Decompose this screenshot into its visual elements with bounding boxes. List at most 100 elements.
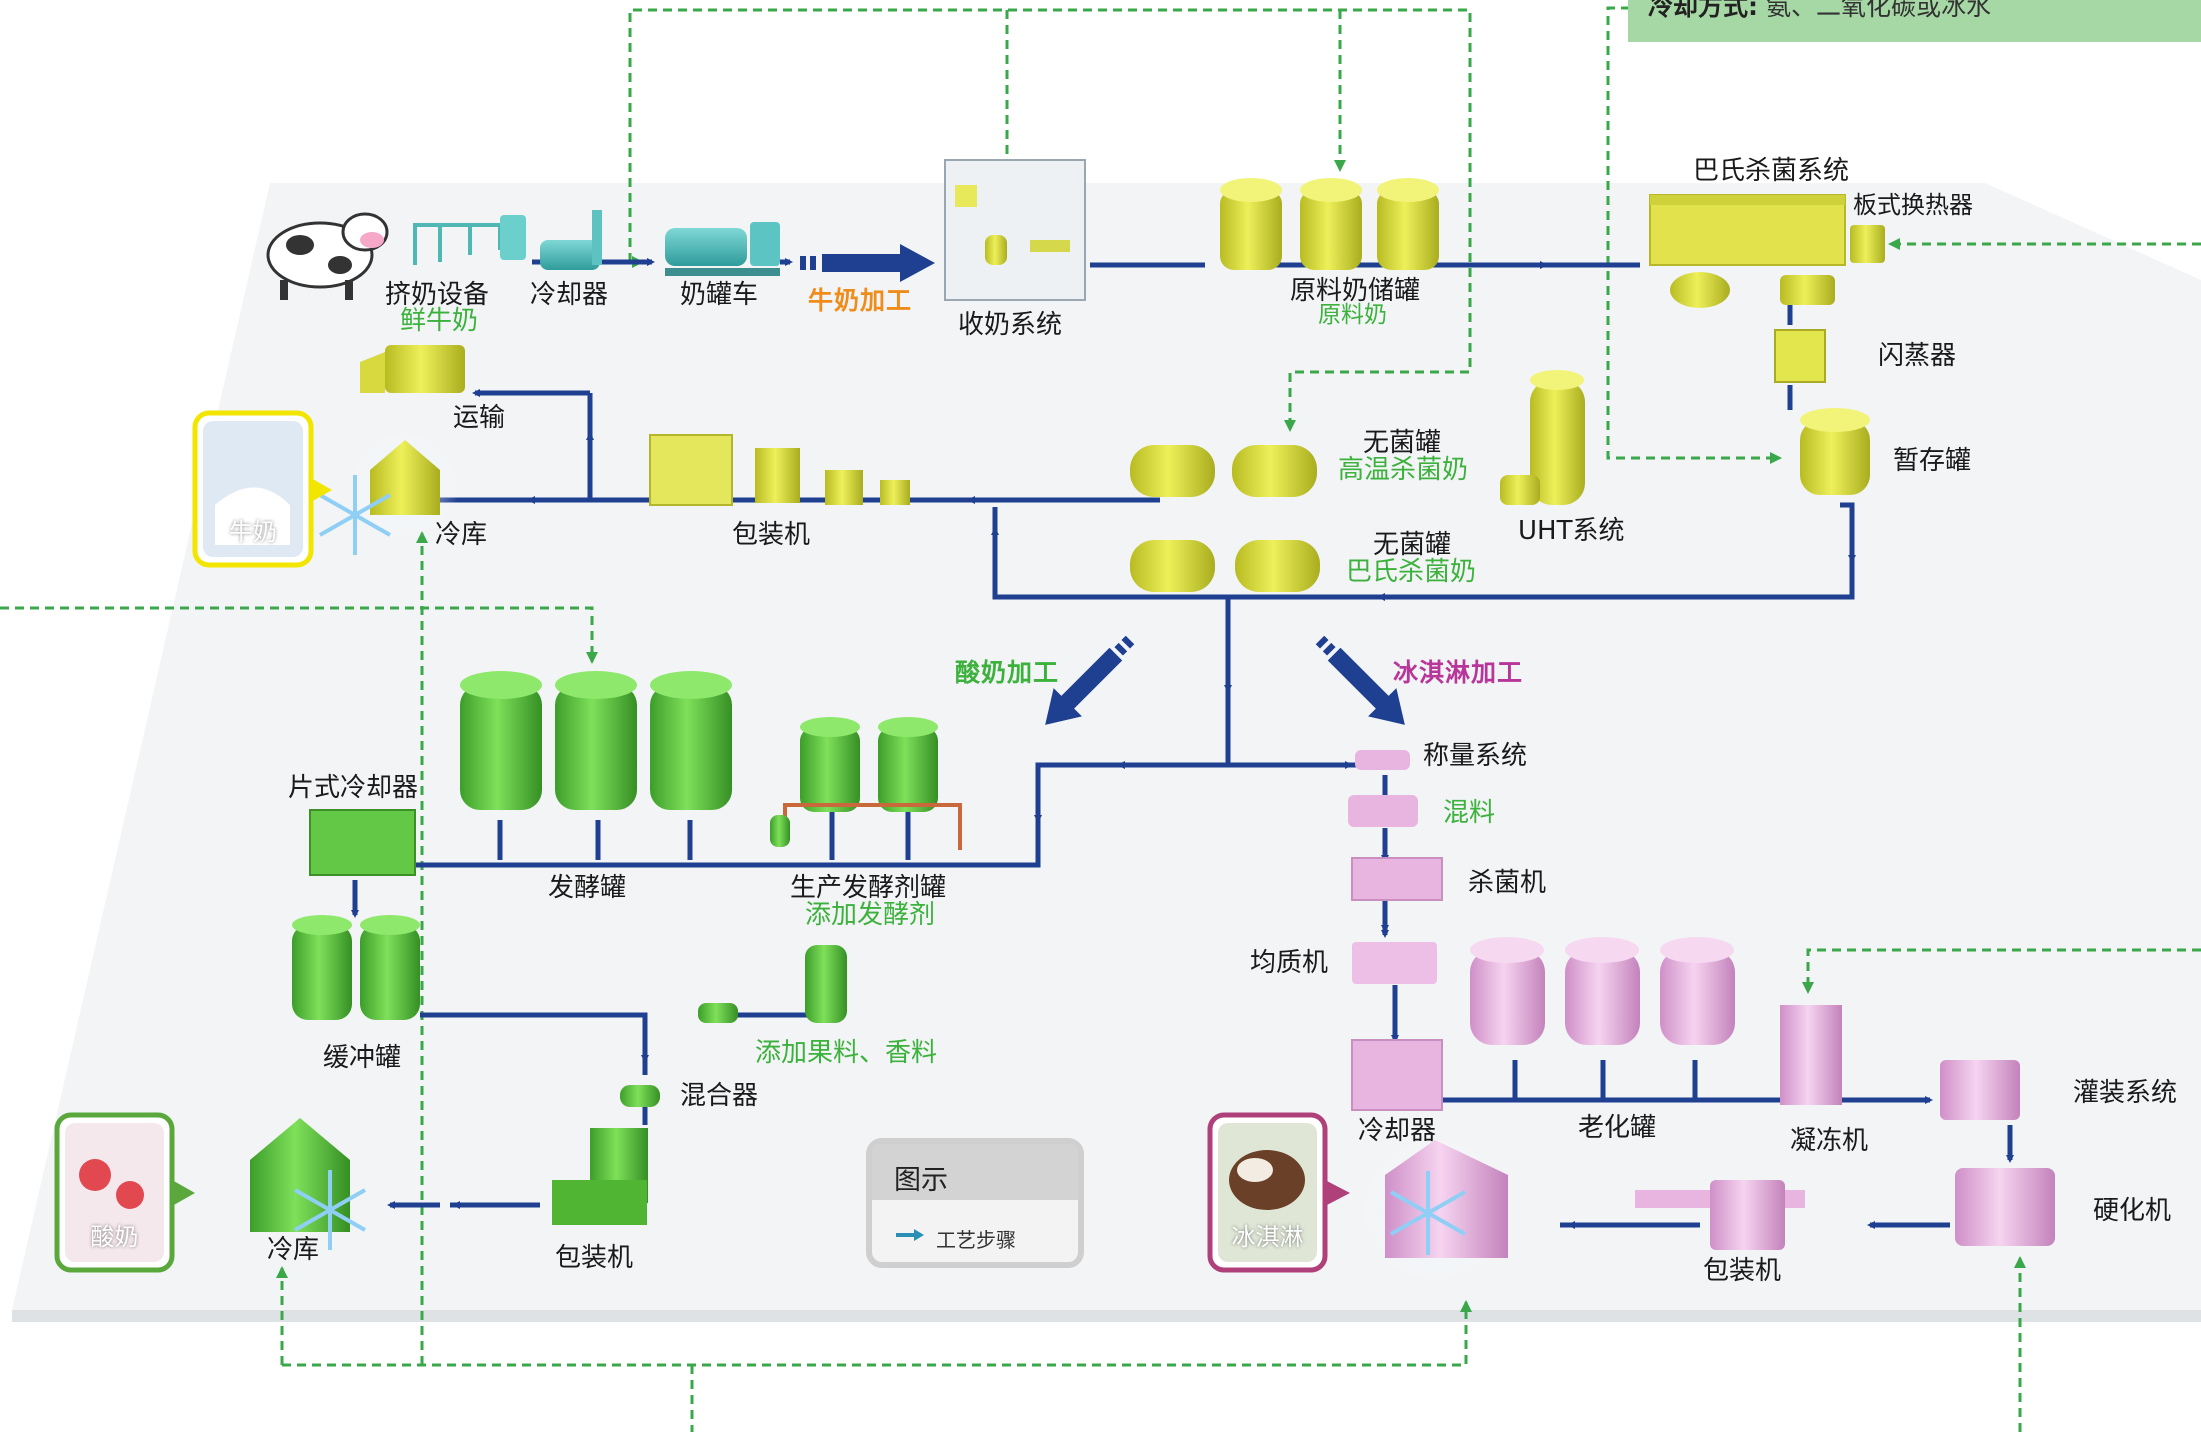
label-uht: UHT系统 [1518, 516, 1625, 546]
label-aseptic2: 无菌罐 [1373, 530, 1452, 560]
aseptic-tanks-lower [1130, 540, 1320, 592]
starter-tanks [770, 717, 962, 850]
label-transport: 运输 [453, 403, 506, 433]
flash-evaporator [1774, 329, 1826, 383]
section-label-milk: 牛奶加工 [808, 286, 913, 315]
label-buffer-tank: 暂存罐 [1893, 446, 1972, 476]
fermentation-tanks [460, 671, 732, 810]
floor-plate [12, 183, 2201, 1310]
label-mixing: 混料 [1443, 798, 1496, 828]
label-milk-packer: 包装机 [732, 520, 811, 550]
section-arrow-yogurt [1045, 635, 1135, 725]
freezer-unit [1780, 1005, 1842, 1105]
cooler-unit [540, 210, 602, 270]
hardening-unit [1955, 1168, 2055, 1246]
cooling-lines [0, 6, 2201, 1432]
label-reception: 收奶系统 [958, 310, 1063, 340]
label-icecream-cooler: 冷却器 [1358, 1116, 1437, 1146]
label-milking: 挤奶设备 [385, 280, 490, 310]
label-cooler: 冷却器 [530, 280, 609, 310]
label-mixer: 混合器 [680, 1081, 759, 1111]
pasteurization-system [1649, 194, 1846, 308]
snowflake-icon [319, 475, 391, 555]
icecream-product-label: 冰淇淋 [1231, 1223, 1304, 1251]
label-add-fruit: 添加果料、香料 [755, 1038, 938, 1068]
cow-icon [266, 212, 389, 300]
section-arrow-icecream [1315, 635, 1405, 725]
milk-reception-system [944, 159, 1086, 301]
icecream-packer [1635, 1180, 1805, 1250]
milk-tanker [665, 222, 780, 276]
yogurt-product-label: 酸奶 [90, 1223, 139, 1251]
legend-title: 图示 [894, 1165, 948, 1196]
label-starter-tank: 生产发酵剂罐 [790, 873, 947, 903]
buffer-tank [1800, 408, 1870, 495]
label-plate-hx: 板式换热器 [1853, 191, 1973, 219]
label-ferment-tank: 发酵罐 [548, 873, 627, 903]
process-arrow-icon [896, 1229, 924, 1241]
label-raw-milk: 原料奶 [1318, 302, 1387, 328]
label-pasteur-system: 巴氏杀菌系统 [1693, 156, 1850, 186]
milk-callout-frame [192, 410, 332, 568]
mixer [620, 1085, 660, 1107]
milk-product-callout: 牛奶 [203, 421, 303, 557]
milk-packer [649, 434, 910, 506]
label-freezer: 凝冻机 [1790, 1126, 1869, 1156]
yogurt-product-callout: 酸奶 [65, 1123, 164, 1262]
plate-heat-exchanger [1850, 225, 1885, 263]
cooling-method-box: 冷却方式: 氨、二氧化碳或冰水 [1628, 0, 2201, 42]
homogenizer [1352, 942, 1437, 984]
label-sterilizer: 杀菌机 [1468, 868, 1547, 898]
aseptic-tanks-upper [1130, 445, 1317, 497]
legend-header [872, 1144, 1078, 1200]
legend-box: 图示 工艺步骤 [866, 1138, 1084, 1268]
label-homogenizer: 均质机 [1250, 948, 1329, 978]
label-filling: 灌装系统 [2073, 1078, 2178, 1108]
label-tanker: 奶罐车 [680, 280, 759, 310]
label-aseptic2-sub: 巴氏杀菌奶 [1346, 557, 1477, 587]
section-arrow-milk [800, 244, 935, 282]
plate-cooler [309, 809, 416, 876]
yogurt-cold-store [250, 1118, 350, 1232]
milk-product-label: 牛奶 [229, 518, 277, 546]
label-plate-cooler: 片式冷却器 [288, 773, 419, 803]
yogurt-packer [552, 1128, 648, 1225]
label-hardening: 硬化机 [2093, 1196, 2172, 1226]
snowflake-icon [1390, 1171, 1466, 1255]
section-label-yogurt: 酸奶加工 [955, 658, 1060, 687]
floor-plate-edge [12, 1310, 2201, 1322]
cooling-method-value: 氨、二氧化碳或冰水 [1765, 0, 1991, 21]
label-flash: 闪蒸器 [1878, 341, 1957, 371]
label-fresh-milk: 鲜牛奶 [400, 306, 479, 336]
raw-milk-tanks [1220, 178, 1439, 270]
label-weighing: 称量系统 [1423, 741, 1528, 771]
label-buffer: 缓冲罐 [323, 1043, 402, 1073]
icecream-cooler [1351, 1039, 1443, 1111]
legend-item-label: 工艺步骤 [936, 1228, 1016, 1252]
label-aseptic1: 无菌罐 [1363, 428, 1442, 458]
weighing-system [1355, 750, 1410, 770]
fruit-tank [698, 945, 847, 1023]
yogurt-callout-frame [54, 1112, 195, 1273]
milking-equipment [413, 215, 526, 265]
aging-tanks [1470, 937, 1735, 1045]
label-milk-cold-store: 冷库 [435, 520, 488, 550]
label-aseptic1-sub: 高温杀菌奶 [1338, 455, 1469, 485]
label-yogurt-packer: 包装机 [555, 1243, 634, 1273]
sterilizer [1351, 857, 1443, 901]
buffer-tanks [292, 915, 420, 1020]
filling-system [1940, 1060, 2020, 1120]
icecream-callout-frame [1207, 1112, 1350, 1273]
mixing-unit [1348, 795, 1418, 827]
label-add-starter: 添加发酵剂 [805, 900, 936, 930]
section-label-icecream: 冰淇淋加工 [1393, 658, 1524, 687]
cooling-method-label: 冷却方式: [1648, 0, 1758, 21]
uht-system [1500, 370, 1585, 505]
transport-truck [360, 345, 465, 393]
label-yogurt-cold-store: 冷库 [267, 1235, 320, 1265]
snowflake-icon [294, 1170, 366, 1250]
label-raw-tank: 原料奶储罐 [1290, 276, 1421, 306]
label-icecream-packer: 包装机 [1703, 1256, 1782, 1286]
label-aging: 老化罐 [1578, 1113, 1657, 1143]
